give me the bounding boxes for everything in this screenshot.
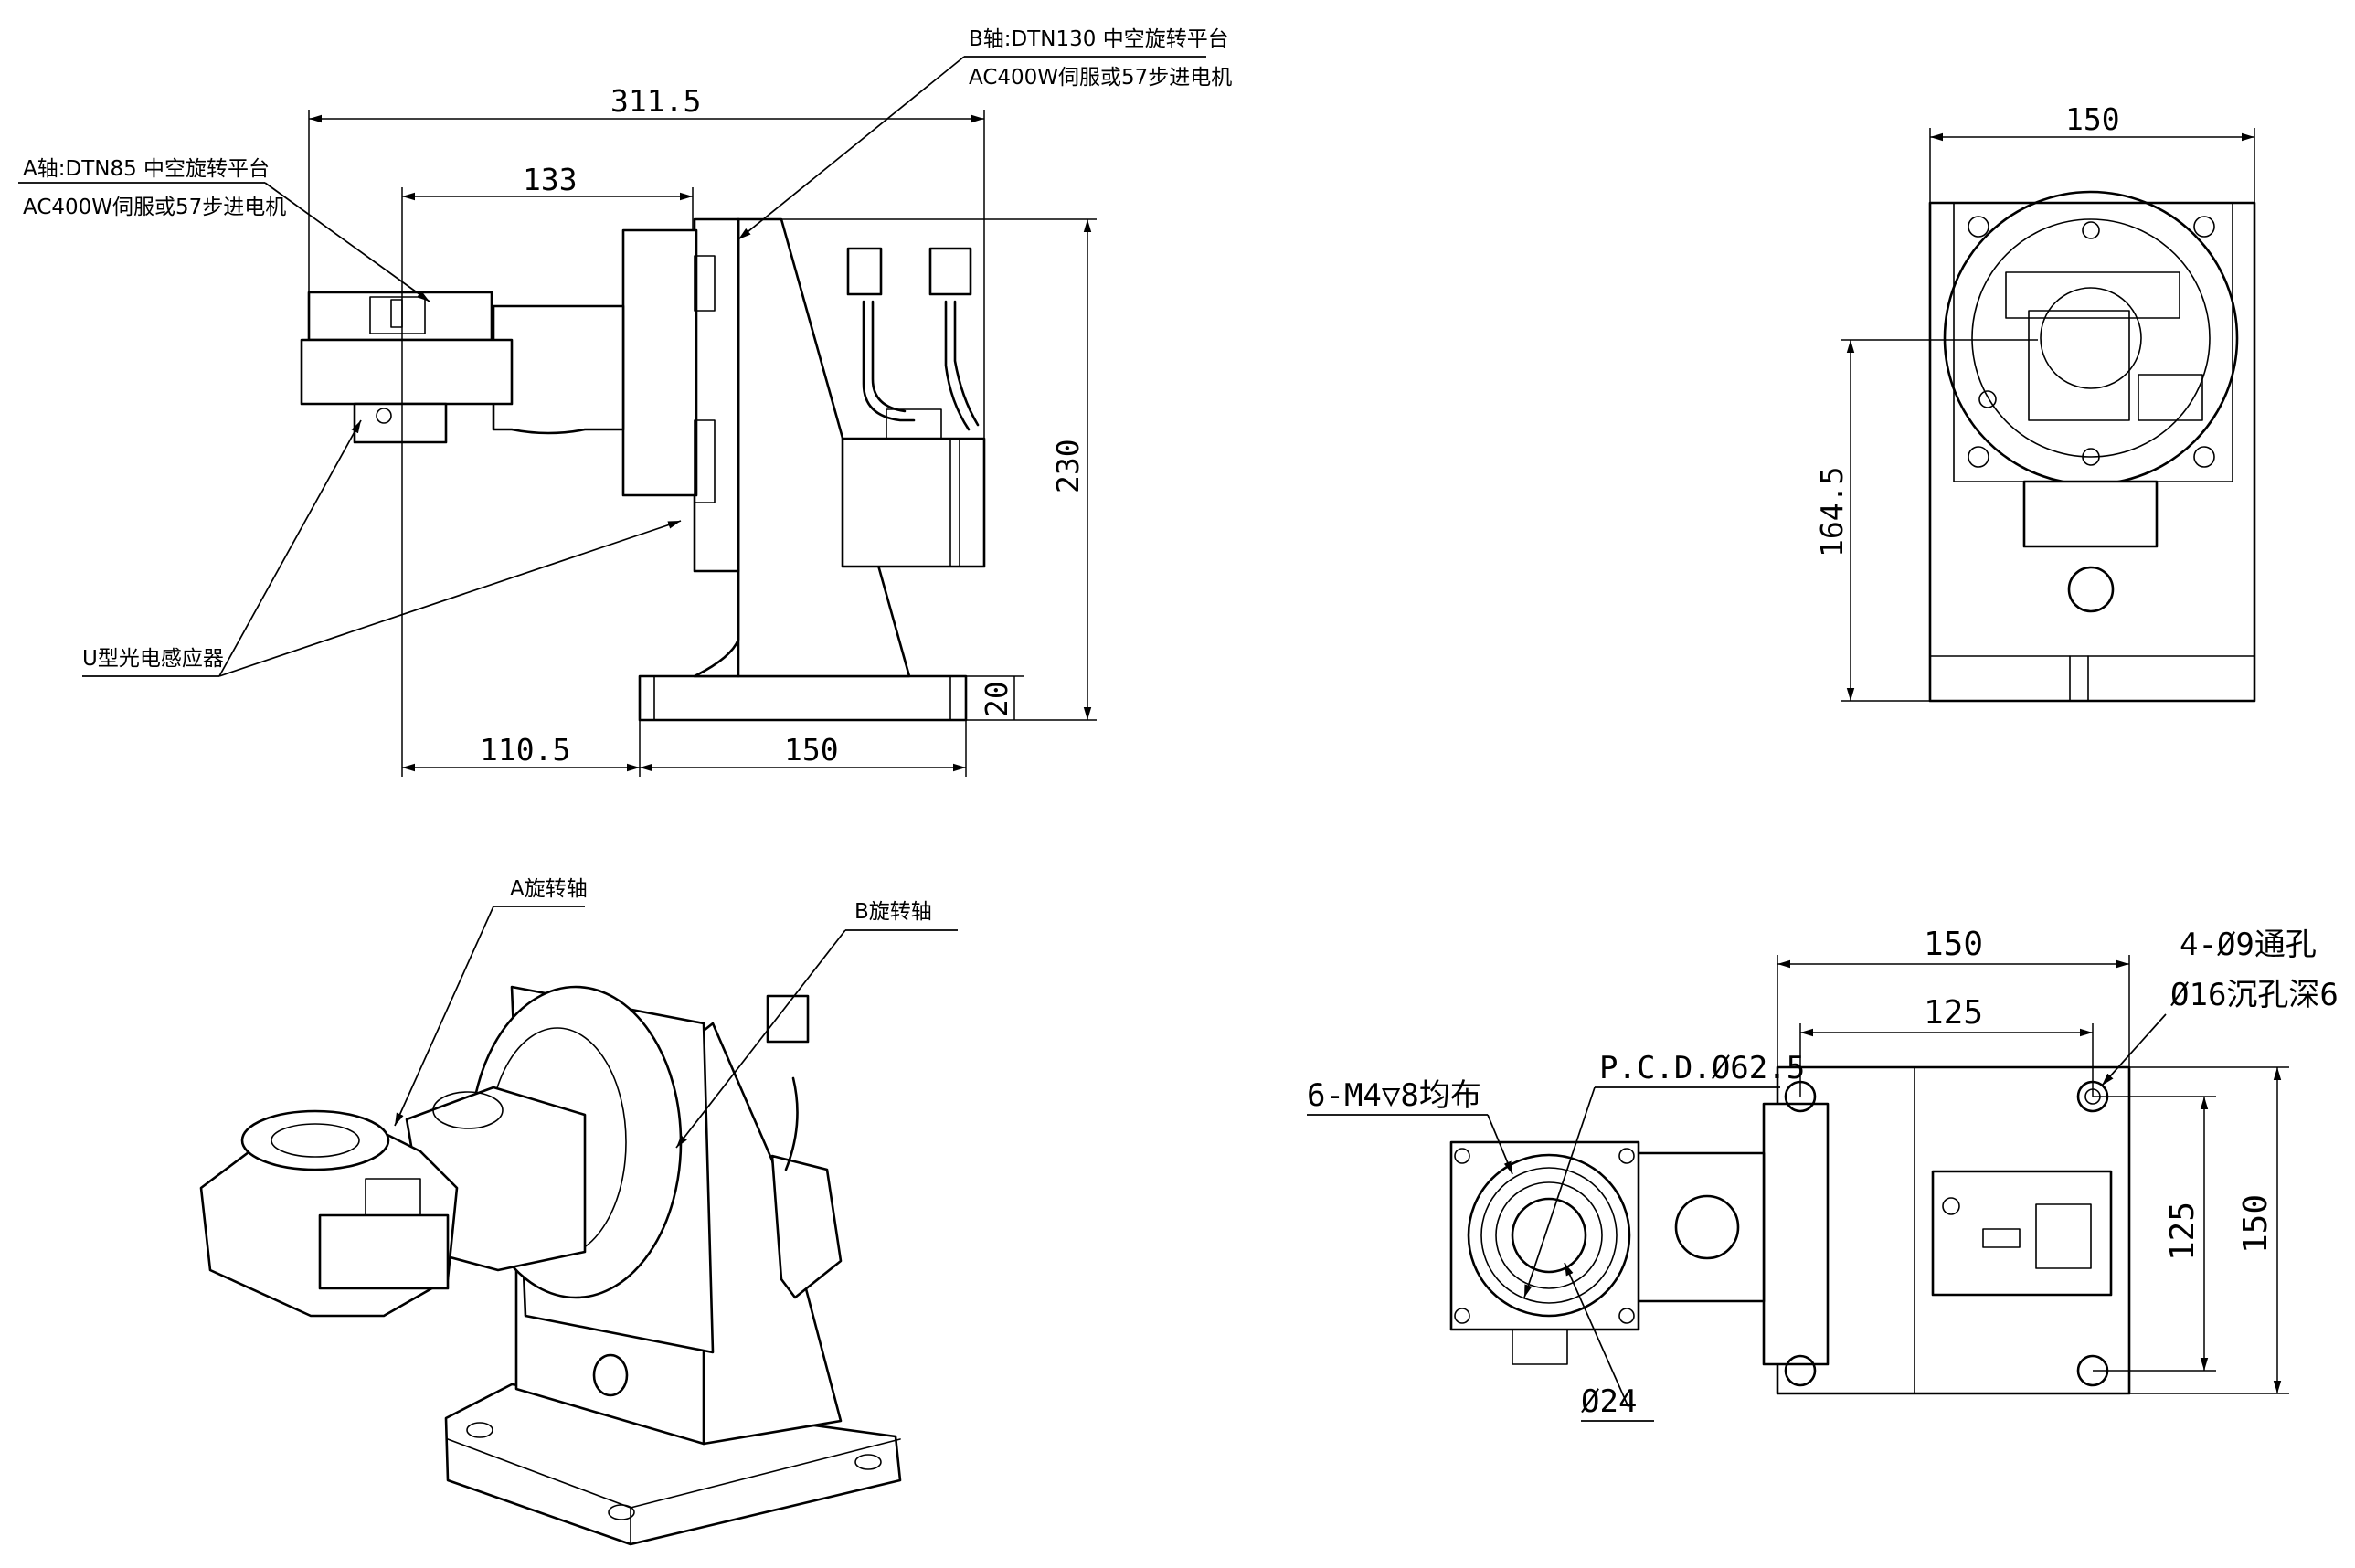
dim-20: 20 (979, 681, 1014, 717)
b-axis-turntable (621, 228, 698, 497)
sensor-note: U型光电感应器 (82, 647, 224, 671)
iso-b-axis-motor (770, 1154, 843, 1299)
dim-150-side: 150 (2065, 101, 2120, 137)
side-view-bracket-tab (2022, 480, 2159, 548)
swing-arm (492, 304, 625, 435)
plan-view-flange (1762, 1102, 1830, 1366)
b-axis-note-line2: AC400W伺服或57步进电机 (969, 66, 1232, 90)
thread-holes-note: 6-M4▽8均布 (1307, 1077, 1481, 1114)
plan-view-arm (1634, 1151, 1766, 1303)
iso-sensor-block (318, 1213, 450, 1290)
b-axis-connector-2 (928, 247, 972, 296)
bore-note: Ø24 (1581, 1383, 1637, 1420)
a-axis-note-line1: A轴:DTN85 中空旋转平台 (23, 157, 270, 181)
b-axis-connector-1 (846, 247, 883, 296)
front-view-notes: A轴:DTN85 中空旋转平台 AC400W伺服或57步进电机 B轴:DTN13… (18, 27, 1232, 677)
a-axis-sensor-block (353, 402, 448, 444)
plan-view (1449, 1065, 2131, 1395)
b-axis-note-line1: B轴:DTN130 中空旋转平台 (969, 27, 1229, 51)
dim-125-plan-v: 125 (2164, 1202, 2201, 1261)
a-axis-body (300, 338, 514, 406)
dim-150-bottom: 150 (784, 732, 839, 768)
iso-a-axis-turntable (240, 1109, 390, 1171)
side-view (1928, 190, 2256, 703)
plan-view-motor (1931, 1170, 2113, 1297)
b-rotation-axis-note: B旋转轴 (854, 900, 932, 924)
isometric-notes: A旋转轴 B旋转轴 (394, 877, 958, 1149)
front-elevation-view (300, 217, 986, 722)
mount-holes-note-line2: Ø16沉孔深6 (2170, 977, 2339, 1013)
front-view-dimensions: 311.5 133 230 20 110.5 150 (308, 83, 1097, 777)
dim-150-plan-v: 150 (2237, 1194, 2275, 1254)
pcd-note: P.C.D.Ø62.5 (1599, 1050, 1805, 1086)
dim-311-5: 311.5 (610, 83, 701, 119)
plan-view-arm-hole (1674, 1194, 1740, 1260)
plan-view-bore (1511, 1197, 1587, 1274)
side-view-hole (2067, 566, 2115, 613)
base-plate (638, 674, 968, 722)
plan-view-mount-hole-3 (1784, 1354, 1817, 1387)
dim-230: 230 (1050, 439, 1086, 493)
a-axis-note-line2: AC400W伺服或57步进电机 (23, 196, 286, 219)
isometric-view (199, 985, 902, 1546)
iso-b-axis-connector (766, 994, 810, 1044)
dim-164-5: 164.5 (1814, 467, 1850, 557)
b-axis-motor (841, 437, 986, 568)
side-view-dimensions: 150 164.5 (1814, 101, 2255, 702)
plan-view-dimensions: 150 125 150 125 (1777, 926, 2289, 1394)
dim-110-5: 110.5 (480, 732, 570, 768)
dim-133: 133 (523, 162, 578, 197)
side-view-outline (1928, 201, 2256, 703)
plan-view-turntable (1467, 1153, 1631, 1318)
mount-holes-note-line1: 4-Ø9通孔 (2180, 927, 2317, 963)
b-axis-flange (693, 217, 740, 573)
a-rotation-axis-note: A旋转轴 (510, 877, 588, 901)
dim-150-plan: 150 (1924, 926, 1983, 963)
plan-view-notes: 4-Ø9通孔 Ø16沉孔深6 6-M4▽8均布 P.C.D.Ø62.5 Ø24 (1307, 927, 2339, 1422)
dim-125-plan: 125 (1924, 994, 1983, 1032)
